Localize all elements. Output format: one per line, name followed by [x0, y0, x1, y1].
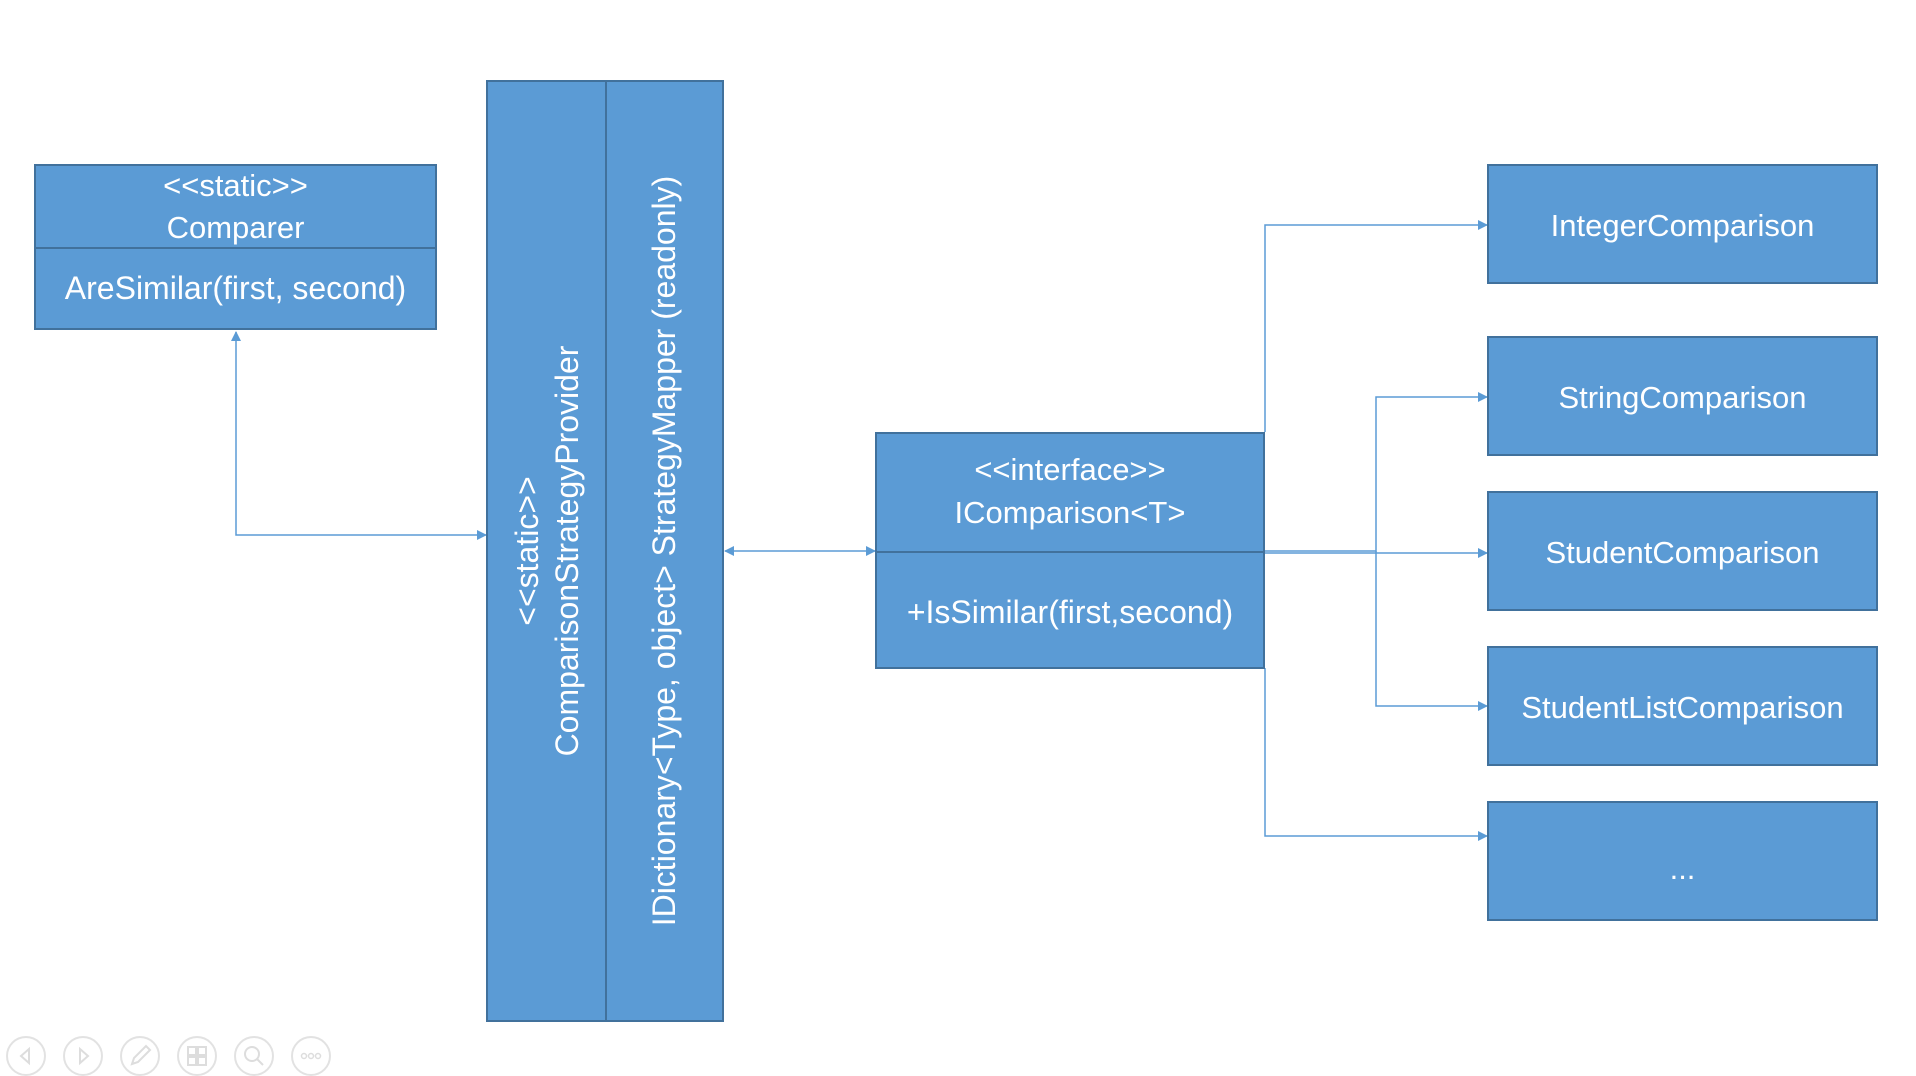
more-icon	[300, 1052, 322, 1060]
comparer-divider	[36, 247, 435, 249]
studentcomparison-label: StudentComparison	[1545, 535, 1820, 570]
next-button[interactable]	[63, 1036, 103, 1076]
integercomparison-box: IntegerComparison	[1487, 164, 1878, 284]
icomparison-stereotype: <<interface>>	[974, 452, 1166, 487]
provider-divider	[605, 82, 607, 1020]
more-button[interactable]	[291, 1036, 331, 1076]
next-icon	[79, 1046, 90, 1066]
provider-name: ComparisonStrategyProvider	[549, 345, 585, 757]
icomparison-divider	[877, 551, 1263, 553]
comparer-name: Comparer	[166, 210, 305, 245]
slides-icon	[187, 1046, 207, 1066]
previous-button[interactable]	[6, 1036, 46, 1076]
stringcomparison-label: StringComparison	[1558, 380, 1807, 415]
zoom-icon	[244, 1046, 264, 1066]
more-implementations-label: ...	[1669, 851, 1696, 886]
zoom-button[interactable]	[234, 1036, 274, 1076]
icomparison-interface-box: <<interface>> IComparison<T> +IsSimilar(…	[875, 432, 1265, 669]
icomparison-method: +IsSimilar(first,second)	[906, 594, 1234, 630]
connector-to-integercomparison	[1264, 220, 1488, 432]
provider-name-section: <<static>> ComparisonStrategyProvider	[488, 82, 606, 1020]
connector-to-stringcomparison	[1265, 392, 1488, 552]
provider-header: <<static>> ComparisonStrategyProvider	[507, 301, 587, 801]
studentlistcomparison-box: StudentListComparison	[1487, 646, 1878, 766]
previous-icon	[19, 1046, 30, 1066]
provider-class-box: <<static>> ComparisonStrategyProvider ID…	[486, 80, 724, 1022]
more-implementations-box: ...	[1487, 801, 1878, 921]
comparer-class-box: <<static>> Comparer AreSimilar(first, se…	[34, 164, 437, 330]
icomparison-name: IComparison<T>	[954, 495, 1186, 530]
provider-field-section: IDictionary<Type, object> StrategyMapper…	[606, 82, 722, 1020]
pen-button[interactable]	[120, 1036, 160, 1076]
stringcomparison-box: StringComparison	[1487, 336, 1878, 456]
connector-comparer-provider	[231, 331, 487, 540]
comparer-stereotype: <<static>>	[163, 168, 308, 203]
comparer-method: AreSimilar(first, second)	[64, 270, 407, 306]
studentcomparison-box: StudentComparison	[1487, 491, 1878, 611]
connector-to-studentlistcomparison	[1375, 551, 1488, 711]
integercomparison-label: IntegerComparison	[1550, 208, 1815, 243]
studentlistcomparison-label: StudentListComparison	[1521, 690, 1844, 725]
connector-to-more	[1264, 668, 1488, 841]
pen-icon	[130, 1044, 152, 1066]
slides-button[interactable]	[177, 1036, 217, 1076]
provider-stereotype: <<static>>	[509, 476, 545, 626]
provider-field: IDictionary<Type, object> StrategyMapper…	[646, 175, 682, 927]
